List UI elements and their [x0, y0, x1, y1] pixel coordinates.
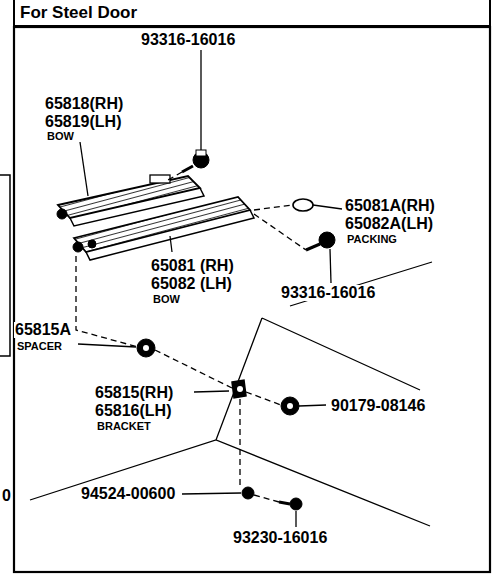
part-number: 94524-00600: [80, 486, 176, 502]
part-number: 65815A: [14, 322, 72, 338]
part-number: 65818(RH): [44, 96, 124, 112]
part-name: BOW: [46, 131, 75, 142]
diagram-title: For Steel Door: [20, 4, 137, 21]
part-number: 93230-16016: [232, 530, 328, 546]
part-number: 65081 (RH): [150, 258, 235, 274]
part-number: 0: [1, 488, 12, 504]
part-name: BOW: [152, 294, 181, 305]
part-number: 65082 (LH): [150, 276, 233, 292]
part-number: 65816(LH): [94, 403, 172, 419]
part-number: 65815(RH): [94, 385, 174, 401]
part-number: 93316-16016: [140, 32, 236, 48]
part-number: 65081A(RH): [344, 198, 436, 214]
part-number: 93316-16016: [280, 285, 376, 301]
part-number: 65819(LH): [44, 114, 122, 130]
part-name: PACKING: [346, 234, 398, 245]
part-number: 65082A(LH): [344, 216, 434, 232]
part-name: BRACKET: [96, 421, 152, 432]
part-number: 90179-08146: [330, 398, 426, 414]
part-name: SPACER: [16, 341, 63, 352]
